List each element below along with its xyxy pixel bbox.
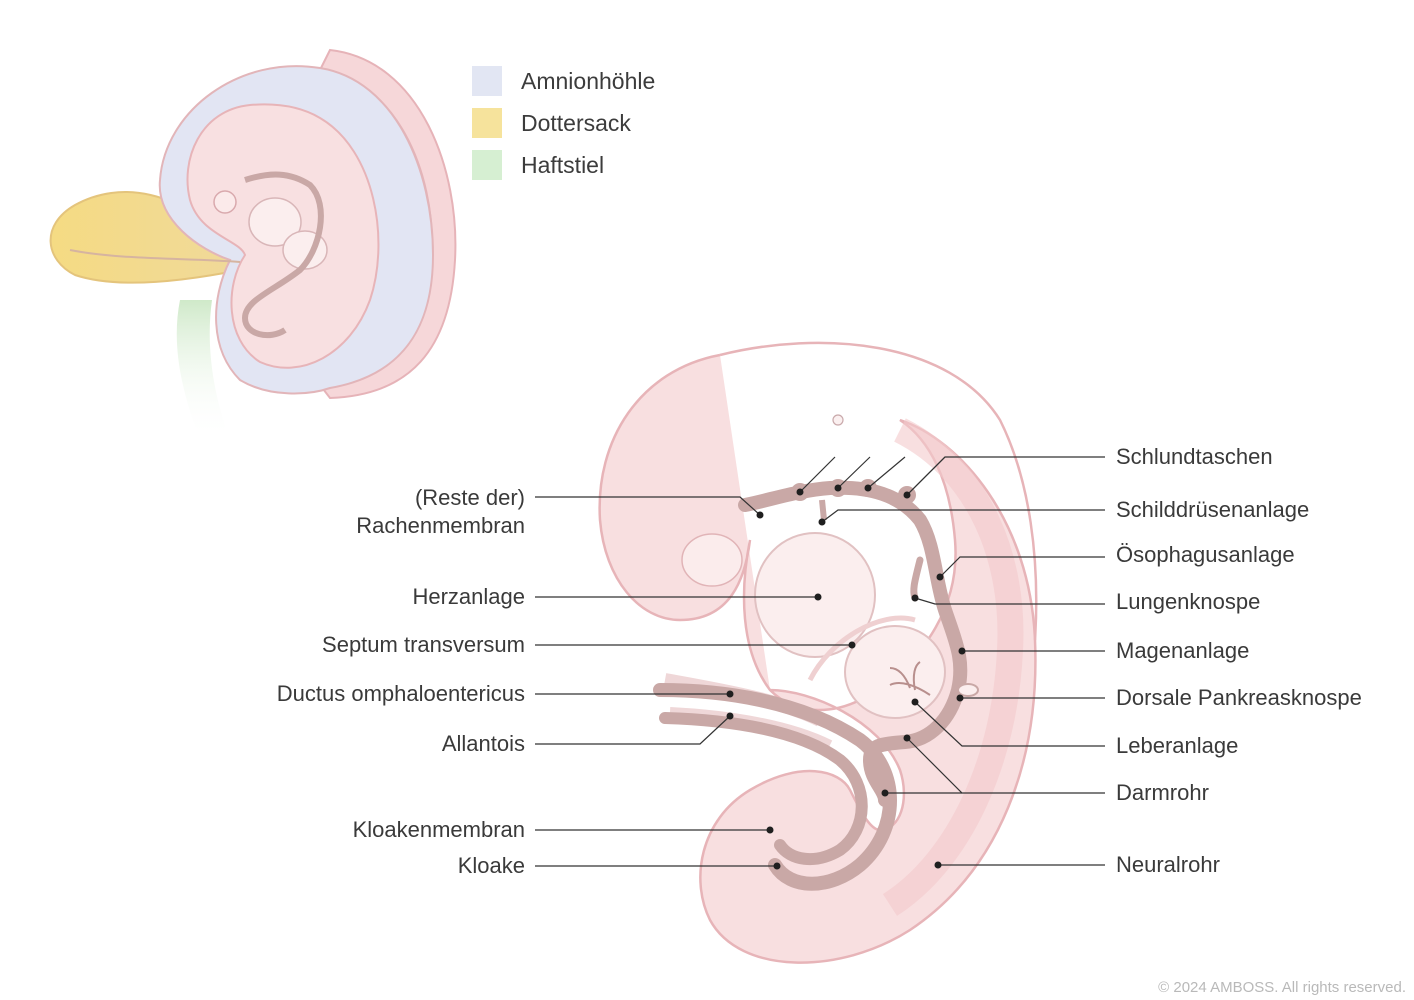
legend: Amnionhöhle Dottersack Haftstiel: [472, 60, 655, 186]
label-schilddruesenanlage: Schilddrüsenanlage: [1116, 497, 1310, 522]
label-lungenknospe: Lungenknospe: [1116, 589, 1261, 614]
legend-label: Amnionhöhle: [521, 67, 656, 94]
legend-label: Dottersack: [521, 109, 631, 136]
legend-item-stalk: Haftstiel: [472, 144, 655, 186]
label-oesophagusanlage: Ösophagusanlage: [1116, 542, 1295, 567]
label-kloakenmembran: Kloakenmembran: [352, 817, 525, 842]
label-magenanlage: Magenanlage: [1116, 638, 1250, 663]
label-darmrohr: Darmrohr: [1116, 780, 1209, 805]
legend-swatch-amnion: [472, 66, 502, 96]
haftstiel: [176, 300, 230, 440]
label-septum-transversum: Septum transversum: [322, 632, 525, 657]
label-allantois: Allantois: [441, 731, 525, 756]
label-herzanlage: Herzanlage: [412, 584, 525, 609]
large-embryo-body: [598, 353, 1037, 964]
legend-swatch-stalk: [472, 150, 502, 180]
label-ductus-omphaloentericus: Ductus omphaloentericus: [276, 681, 525, 706]
label-rachenmembran: (Reste der) Rachenmembran: [356, 485, 525, 538]
label-schlundtaschen: Schlundtaschen: [1116, 444, 1273, 469]
heart-region: [754, 532, 876, 658]
legend-item-amnion: Amnionhöhle: [472, 60, 655, 102]
small-embryo: [49, 48, 457, 440]
label-dorsale-pankreasknospe: Dorsale Pankreasknospe: [1116, 685, 1362, 710]
label-dots: [726, 484, 966, 870]
small-gut: [241, 171, 324, 339]
copyright-notice: © 2024 AMBOSS. All rights reserved.: [1158, 979, 1406, 996]
leader-lines: [535, 456, 1105, 867]
legend-swatch-yolk: [472, 108, 502, 138]
label-leberanlage: Leberanlage: [1116, 733, 1239, 758]
legend-label: Haftstiel: [521, 151, 605, 178]
legend-item-yolk: Dottersack: [472, 102, 655, 144]
label-kloake: Kloake: [457, 853, 525, 878]
label-neuralrohr: Neuralrohr: [1116, 852, 1220, 877]
large-embryo: [598, 341, 1038, 964]
